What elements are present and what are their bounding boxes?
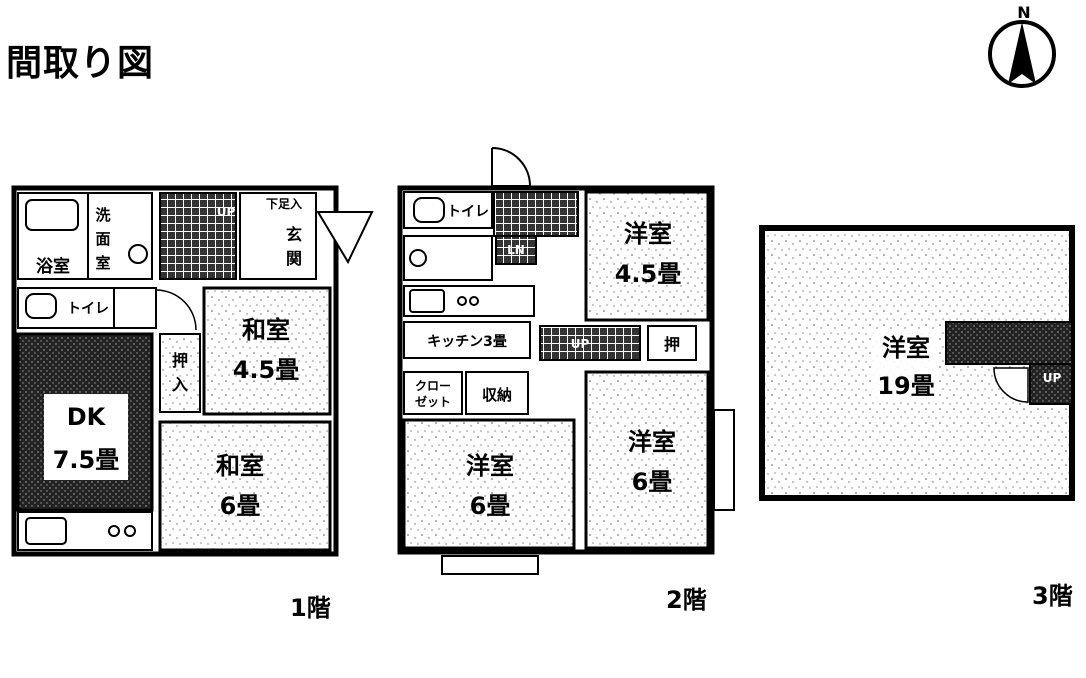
f1-stairs-up-label: UP	[217, 205, 236, 219]
f2-youshitsu-right-size: 6畳	[632, 468, 673, 496]
f2-stairs-up-label: UP	[571, 337, 590, 351]
kitchen-label: キッチン3畳	[427, 334, 507, 350]
floor-1-plan: 浴室 洗 面 室 UP 下足入 玄 関 トイレ 和室 4.5畳 押 入 DK	[11, 185, 374, 557]
f2-youshitsu-right-name: 洋室	[628, 428, 676, 456]
floor-3-plan: UP 洋室 19畳	[759, 225, 1075, 501]
bath-label: 浴室	[36, 256, 70, 277]
page-title: 間取り図	[6, 43, 155, 84]
floor-2-plan: トイレ LN 洋室 4.5畳 キッチン3畳 UP 押 クロー ゼット 収納 洋室	[397, 147, 735, 575]
ln-label: LN	[507, 243, 525, 257]
f1-closet-label-1: 押	[172, 351, 188, 370]
f1-washitsu-large-size: 6畳	[220, 492, 261, 520]
washroom-label-2: 面	[95, 230, 110, 248]
f3-youshitsu-name: 洋室	[882, 334, 930, 362]
f2-youshitsu-small-name: 洋室	[624, 220, 672, 248]
entrance-label-1: 玄	[286, 225, 302, 244]
north-compass-icon: N	[988, 3, 1056, 88]
f2-closet-label-1: クロー	[415, 379, 451, 393]
storage-label: 収納	[482, 386, 512, 404]
washroom-label-1: 洗	[95, 206, 110, 224]
f1-closet-label-2: 入	[172, 375, 188, 394]
f2-youshitsu-left-name: 洋室	[466, 452, 514, 480]
dk-size: 7.5畳	[53, 446, 120, 474]
floor-2-label: 2階	[666, 586, 707, 614]
dk-name: DK	[67, 403, 107, 431]
oshi-label: 押	[664, 335, 680, 354]
f3-youshitsu-size: 19畳	[877, 372, 934, 400]
f2-toilet-label: トイレ	[447, 204, 489, 220]
f1-washitsu-small-size: 4.5畳	[233, 356, 300, 384]
f2-youshitsu-small-size: 4.5畳	[615, 260, 682, 288]
compass-north-label: N	[1017, 3, 1030, 22]
f3-stairs-up-label: UP	[1043, 371, 1062, 385]
f1-toilet-label: トイレ	[67, 301, 109, 317]
floor-3-label: 3階	[1032, 582, 1073, 610]
f1-washitsu-large-name: 和室	[216, 452, 264, 480]
entrance-label-2: 関	[286, 249, 302, 268]
f2-youshitsu-left-size: 6畳	[470, 492, 511, 520]
f2-closet-label-2: ゼット	[415, 394, 451, 409]
washroom-label-3: 室	[95, 254, 110, 272]
f1-washitsu-small-name: 和室	[242, 316, 290, 344]
shoebox-label: 下足入	[266, 197, 302, 211]
floor-1-label: 1階	[290, 594, 331, 622]
